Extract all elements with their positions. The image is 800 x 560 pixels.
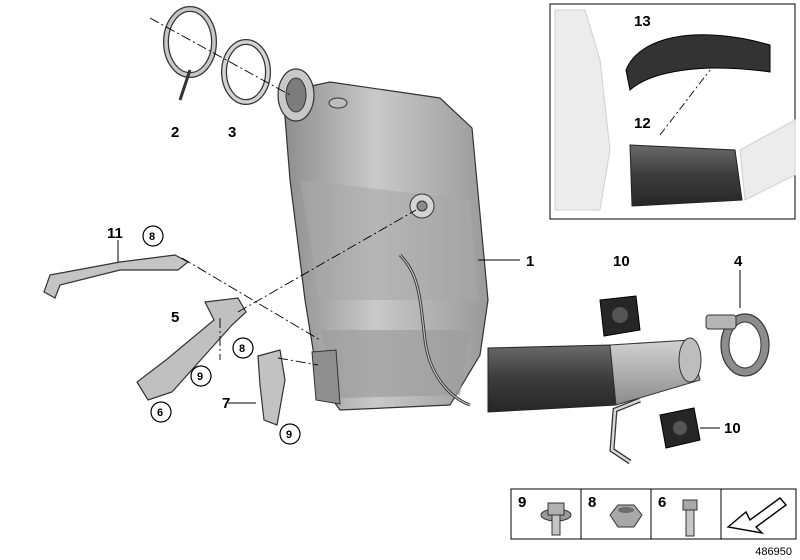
callout-3: 3: [228, 124, 236, 141]
callout-6: 6: [157, 407, 163, 419]
clamp-ring: [163, 6, 217, 101]
callout-9-right-group: 9: [279, 423, 301, 445]
legend-9: 9: [518, 494, 526, 511]
exhaust-clamp: [705, 313, 770, 377]
rubber-mount-upper: [599, 295, 641, 337]
bracket-7: [257, 349, 286, 426]
callout-6-group: 6: [150, 401, 172, 423]
callout-8-upper: 8: [149, 231, 155, 243]
callout-12: 12: [634, 115, 651, 132]
callout-8-lower: 8: [239, 343, 245, 355]
fastener-legend: 9 8 6: [510, 488, 797, 540]
bracket-11: [43, 254, 190, 299]
hex-nut-icon: [609, 504, 643, 528]
detail-inset: [549, 3, 796, 220]
rubber-mount-lower: [659, 407, 701, 449]
flange-bolt-icon: [540, 502, 572, 536]
callout-11: 11: [107, 225, 123, 242]
hex-bolt-icon: [682, 499, 698, 537]
callout-9-left: 9: [197, 371, 203, 383]
callout-7: 7: [222, 395, 230, 412]
gasket-ring: [221, 39, 271, 105]
callout-4: 4: [734, 253, 743, 270]
legend-8: 8: [588, 494, 596, 511]
catalog-number: 486950: [755, 546, 792, 558]
callout-9-left-group: 9: [190, 365, 212, 387]
callout-2: 2: [171, 124, 179, 141]
callout-1: 1: [526, 253, 534, 270]
callout-13: 13: [634, 13, 651, 30]
callout-8-upper-group: 8: [142, 225, 164, 247]
callout-5: 5: [171, 309, 179, 326]
callout-10-upper: 10: [613, 253, 630, 270]
callout-8-lower-group: 8: [232, 337, 254, 359]
legend-6: 6: [658, 494, 666, 511]
callout-10-lower: 10: [724, 420, 741, 437]
outlet-pipe: [487, 337, 702, 465]
assembly-lines: [149, 17, 417, 366]
direction-arrow-icon: [726, 497, 788, 535]
bracket-5: [136, 297, 247, 401]
callout-9-right: 9: [286, 429, 292, 441]
callout-labels: 1 2 3 4 5 7 10 10 11 12 13 8 8 9 9: [107, 13, 743, 445]
particulate-filter: [277, 68, 489, 411]
